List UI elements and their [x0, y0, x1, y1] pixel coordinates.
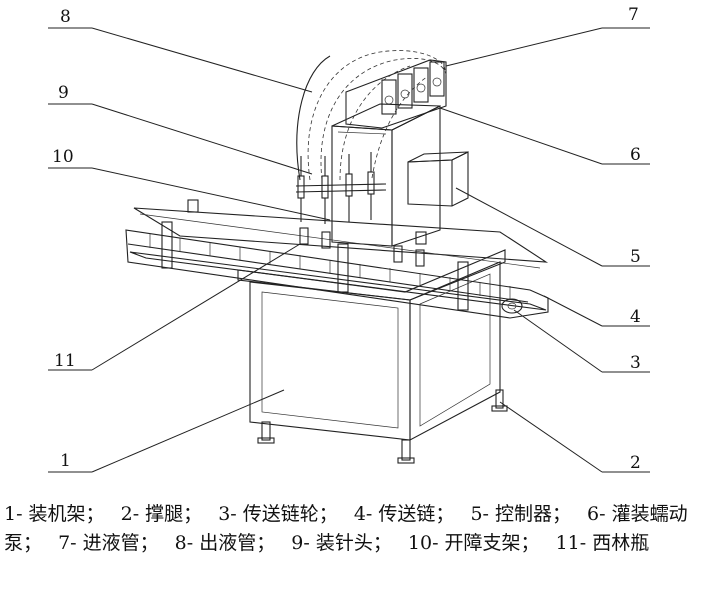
support-legs	[257, 389, 508, 464]
peristaltic-pumps	[345, 59, 447, 129]
machine-frame	[237, 249, 506, 441]
legend-item: 1- 装机架；	[4, 503, 105, 525]
callout-3: 3	[630, 353, 641, 373]
callout-numbers: 8 9 10 11 1 7 6 5 4 3 2	[52, 5, 641, 473]
callout-2: 2	[630, 453, 641, 473]
legend-item: 4- 传送链；	[353, 503, 455, 525]
callout-11: 11	[54, 351, 76, 371]
legend-item: 9- 装针头；	[291, 532, 392, 554]
callout-1: 1	[60, 451, 71, 471]
legend-item: 7- 进液管；	[58, 532, 159, 554]
callout-10: 10	[52, 147, 74, 167]
legend-item: 8- 出液管；	[174, 532, 276, 554]
legend-item: 10- 开障支架；	[407, 532, 540, 554]
callout-6: 6	[630, 145, 641, 165]
legend-item: 11- 西林瓶	[555, 532, 650, 554]
legend-item: 3- 传送链轮；	[218, 503, 338, 525]
callout-4: 4	[630, 307, 641, 327]
legend-item: 6- 灌装蠕动泵；	[4, 503, 688, 554]
callout-8: 8	[60, 7, 71, 27]
machine-diagram: 8 9 10 11 1 7 6 5 4 3 2	[48, 5, 650, 473]
callout-9: 9	[58, 83, 69, 103]
conveyor	[125, 199, 549, 319]
leader-lines	[48, 27, 650, 473]
needle-heads	[295, 152, 387, 224]
controller-box	[407, 151, 469, 207]
liquid-tubes	[296, 50, 447, 181]
callout-7: 7	[628, 5, 639, 25]
chain-sprocket	[501, 298, 523, 314]
legend-caption: 1- 装机架； 2- 撑腿； 3- 传送链轮； 4- 传送链； 5- 控制器； …	[4, 500, 704, 558]
vials	[299, 227, 425, 267]
callout-5: 5	[630, 247, 641, 267]
legend-item: 5- 控制器；	[470, 503, 571, 525]
legend-item: 2- 撑腿；	[120, 503, 203, 525]
